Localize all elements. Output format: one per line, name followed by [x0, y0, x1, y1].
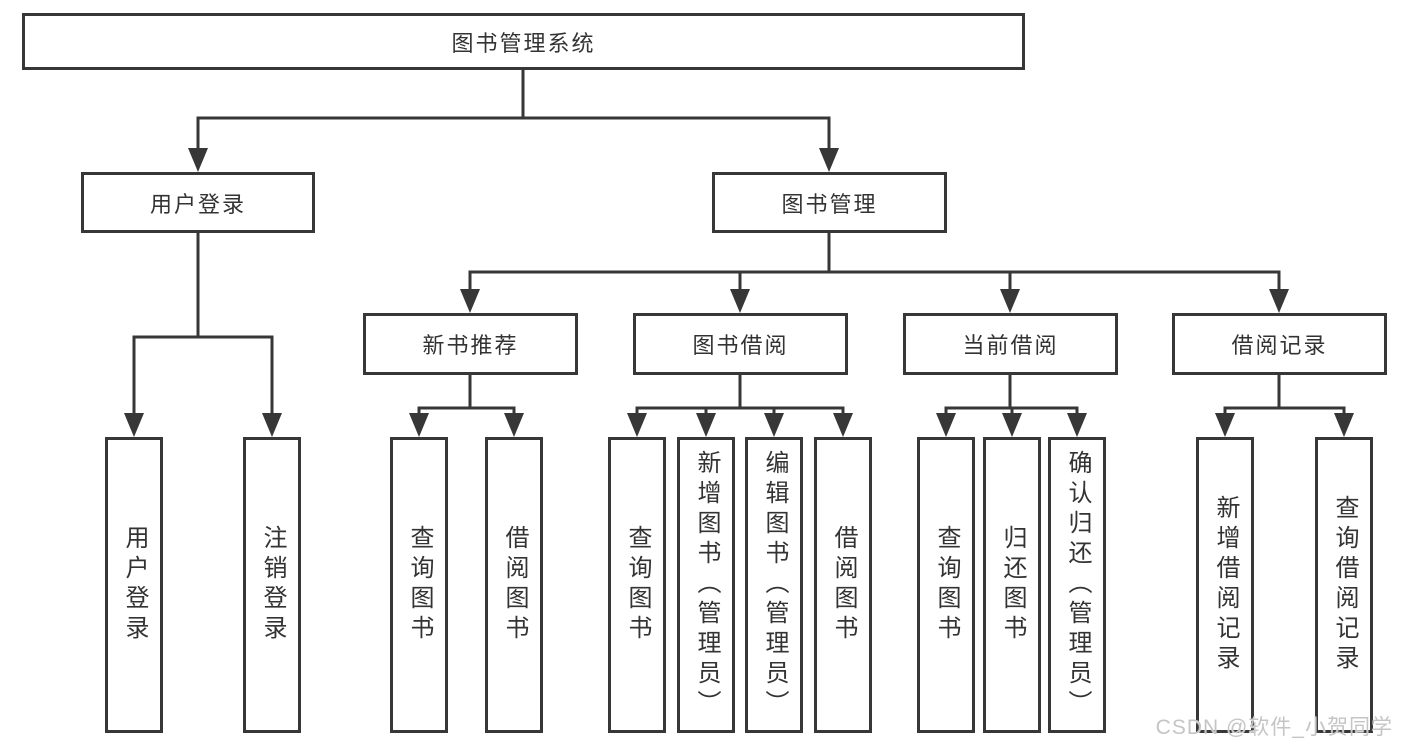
connector-book-management	[468, 233, 1281, 292]
arrow-down-icon	[409, 413, 429, 437]
arrow-down-icon	[262, 413, 282, 437]
arrow-down-icon	[819, 148, 839, 172]
leaf-return-books: 归还图书	[983, 437, 1041, 733]
arrow-down-icon	[1269, 289, 1289, 313]
arrow-down-icon	[504, 413, 524, 437]
node-library-management-system: 图书管理系统	[22, 13, 1025, 70]
leaf-edit-book-admin: 编辑图书（管理员）	[745, 437, 803, 733]
arrow-down-icon	[460, 289, 480, 313]
connector-book-borrow	[635, 375, 845, 417]
arrow-down-icon	[764, 413, 784, 437]
node-book-management: 图书管理	[712, 172, 947, 233]
node-borrowing-records: 借阅记录	[1172, 313, 1387, 375]
connector-user-login	[132, 233, 274, 416]
leaf-query-books-current: 查询图书	[917, 437, 975, 733]
connector-new-book	[417, 375, 516, 417]
arrow-down-icon	[1000, 289, 1020, 313]
arrow-down-icon	[124, 413, 144, 437]
arrow-down-icon	[627, 413, 647, 437]
arrow-down-icon	[1215, 413, 1235, 437]
leaf-query-books-recommend: 查询图书	[390, 437, 448, 733]
node-new-book-recommendation: 新书推荐	[363, 313, 578, 375]
arrow-down-icon	[936, 413, 956, 437]
arrow-down-icon	[188, 148, 208, 172]
csdn-watermark: CSDN @软件_小贺同学	[1155, 716, 1393, 739]
node-current-borrowing: 当前借阅	[903, 313, 1118, 375]
leaf-borrow-books-recommend: 借阅图书	[485, 437, 543, 733]
leaf-query-books-borrow: 查询图书	[608, 437, 666, 733]
leaf-add-book-admin: 新增图书（管理员）	[677, 437, 735, 733]
arrow-down-icon	[1334, 413, 1354, 437]
leaf-query-borrow-record: 查询借阅记录	[1315, 437, 1373, 733]
connector-borrow-record	[1223, 375, 1346, 417]
node-book-borrowing: 图书借阅	[633, 313, 848, 375]
arrow-down-icon	[1067, 413, 1087, 437]
connector-current-borrow	[944, 375, 1079, 417]
leaf-confirm-return-admin: 确认归还（管理员）	[1048, 437, 1106, 733]
arrowhead-icons	[124, 148, 1354, 437]
node-user-login: 用户登录	[81, 172, 315, 233]
arrow-down-icon	[1002, 413, 1022, 437]
arrow-down-icon	[696, 413, 716, 437]
leaf-borrow-books: 借阅图书	[814, 437, 872, 733]
leaf-logout: 注销登录	[243, 437, 301, 733]
leaf-user-login: 用户登录	[105, 437, 163, 733]
arrow-down-icon	[833, 413, 853, 437]
arrow-down-icon	[730, 289, 750, 313]
leaf-add-borrow-record: 新增借阅记录	[1196, 437, 1254, 733]
connector-root	[196, 70, 831, 152]
